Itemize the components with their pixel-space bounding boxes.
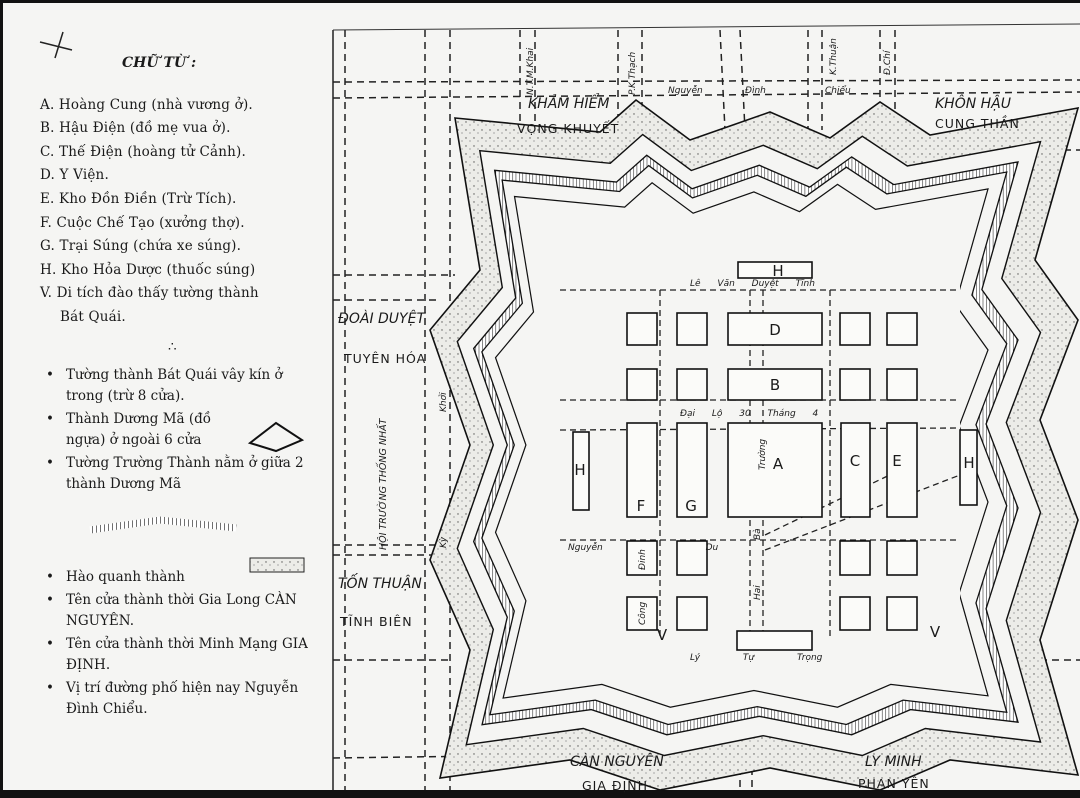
gate-cung-than: CUNG THẦN (935, 115, 1020, 131)
building-c (840, 422, 871, 518)
street-ky: Kỳ (439, 536, 449, 548)
gate-can-nguyen: CÀN NGUYÊN (570, 752, 664, 770)
legend-item-h: H. Kho Hỏa Dược (thuốc súng) (40, 261, 256, 278)
corner-mark-icon (39, 41, 73, 51)
gate-phan-yen: PHAN YÊN (858, 776, 930, 791)
label-d: D (769, 321, 781, 339)
gate-doai-duyet: ĐOÀI DUYỆT (338, 310, 426, 327)
label-g: G (685, 497, 697, 515)
label-v-west: V (657, 626, 668, 644)
label-c: C (850, 452, 860, 470)
street-nguyen: Nguyễn (668, 85, 703, 96)
legend: CHỮ TỪ : A. Hoàng Cung (nhà vương ở). B.… (40, 52, 315, 722)
legend-item-a: A. Hoàng Cung (nhà vương ở). (40, 96, 253, 113)
street-dinh: Đình (745, 85, 766, 96)
legend-bullet-duong-ma: Thành Dương Mã (đồ ngựa) ở ngoài 6 cửa (40, 409, 236, 451)
street-khoi: Khởi (438, 392, 449, 412)
gate-ton-thuan: TỐN THUẬN (338, 573, 422, 592)
building-f (626, 422, 658, 518)
legend-bullet-minh-mang-gate: Tên cửa thành thời Minh Mạng GIA ĐỊNH. (40, 634, 316, 676)
label-h-north: H (772, 262, 783, 280)
building-b (727, 368, 823, 401)
street-nt-minh-khai: N.T.M.Khai (526, 47, 536, 95)
street-pk-thach: P.K.Thạch (628, 52, 638, 95)
map-frame-top (332, 23, 1080, 31)
street-dinh-inner: Đinh (638, 549, 648, 570)
moat-symbol-icon (249, 557, 305, 573)
street-dai-lo-30-thang-4: Đại Lộ 30 Tháng 4 (680, 409, 819, 419)
legend-item-b: B. Hậu Điện (đồ mẹ vua ở). (40, 120, 231, 137)
label-b: B (770, 376, 780, 394)
street-chieu: Chiểu (825, 85, 851, 96)
label-f: F (637, 497, 646, 515)
legend-item-e: E. Kho Đồn Điền (Trừ Tích). (40, 190, 237, 207)
building-h-east (959, 429, 978, 506)
legend-item-v: V. Di tích đào thấy tường thành (40, 285, 259, 302)
building-e (886, 422, 918, 518)
legend-bullet-modern-street: Vị trí đường phố hiện nay Nguyễn Đình Ch… (40, 678, 316, 720)
gate-tinh-bien: TĨNH BIÊN (339, 614, 413, 629)
gate-khon-hau: KHÔN HẬU (935, 94, 1011, 112)
gate-ly-minh: LY MINH (865, 754, 922, 770)
street-ly-tu-trong: Lý Tự Trọng (690, 653, 823, 663)
gate-tuyen-hoa: TUYÊN HÓA (343, 351, 426, 366)
street-nguyen-du: Nguyễn Du (568, 542, 719, 553)
street-le-van-duyet: Lê Văn Duyệt Tĩnh (690, 278, 815, 289)
duong-ma-symbol-icon (247, 421, 305, 453)
legend-bullet-truong-thanh: Tường Trường Thành nằm ở giữa 2 thành Dư… (40, 453, 311, 495)
building-a (727, 422, 823, 518)
street-cong: Công (637, 602, 648, 625)
legend-item-d: D. Y Viện. (40, 167, 109, 184)
corner-mark-icon-stroke (54, 31, 64, 59)
truong-thanh-symbol-icon (89, 516, 237, 534)
label-e: E (892, 452, 901, 470)
building-g (676, 422, 708, 518)
label-h-west: H (574, 461, 585, 479)
legend-item-v-cont: Bát Quái. (60, 308, 126, 325)
label-hoi-truong-thong-nhat: HỘI TRƯỜNG THỐNG NHẤT (376, 417, 389, 550)
legend-item-f: F. Cuộc Chế Tạo (xưởng thợ). (40, 214, 245, 231)
legend-bullet-bat-quai: Tường thành Bát Quái vây kín ở trong (tr… (40, 365, 306, 407)
street-d-chi: Đ.Chí (883, 49, 893, 75)
building-h-south (736, 630, 813, 651)
gate-gia-dinh: GIA ĐỊNH (582, 778, 648, 793)
gate-kham-hiem: KHẢM HIỂM (528, 93, 609, 112)
label-h-east: H (963, 454, 974, 472)
street-ba: Bà (753, 528, 763, 540)
street-grid (332, 29, 1080, 790)
legend-separator: ∴ (168, 338, 177, 355)
legend-title: CHỮ TỪ : (122, 55, 197, 71)
gate-vong-khuyet: VỌNG KHUYẾT (517, 120, 619, 136)
label-a: A (773, 455, 784, 473)
building-h-north (737, 261, 813, 279)
building-h-west (572, 431, 590, 511)
street-k-thuan: K.Thuận (829, 38, 839, 75)
legend-bullet-gia-long-gate: Tên cửa thành thời Gia Long CÀN NGUYÊN. (40, 590, 316, 632)
legend-item-g: G. Trại Súng (chứa xe súng). (40, 238, 242, 255)
street-truong: Trường (757, 439, 768, 470)
legend-item-c: C. Thế Điện (hoàng tử Cảnh). (40, 143, 247, 160)
building-d (727, 312, 823, 346)
legend-bullet-moat: Hào quanh thành (40, 567, 315, 588)
label-v-east: V (930, 623, 941, 641)
buildings (572, 261, 978, 651)
street-hai: Hai (753, 585, 763, 600)
